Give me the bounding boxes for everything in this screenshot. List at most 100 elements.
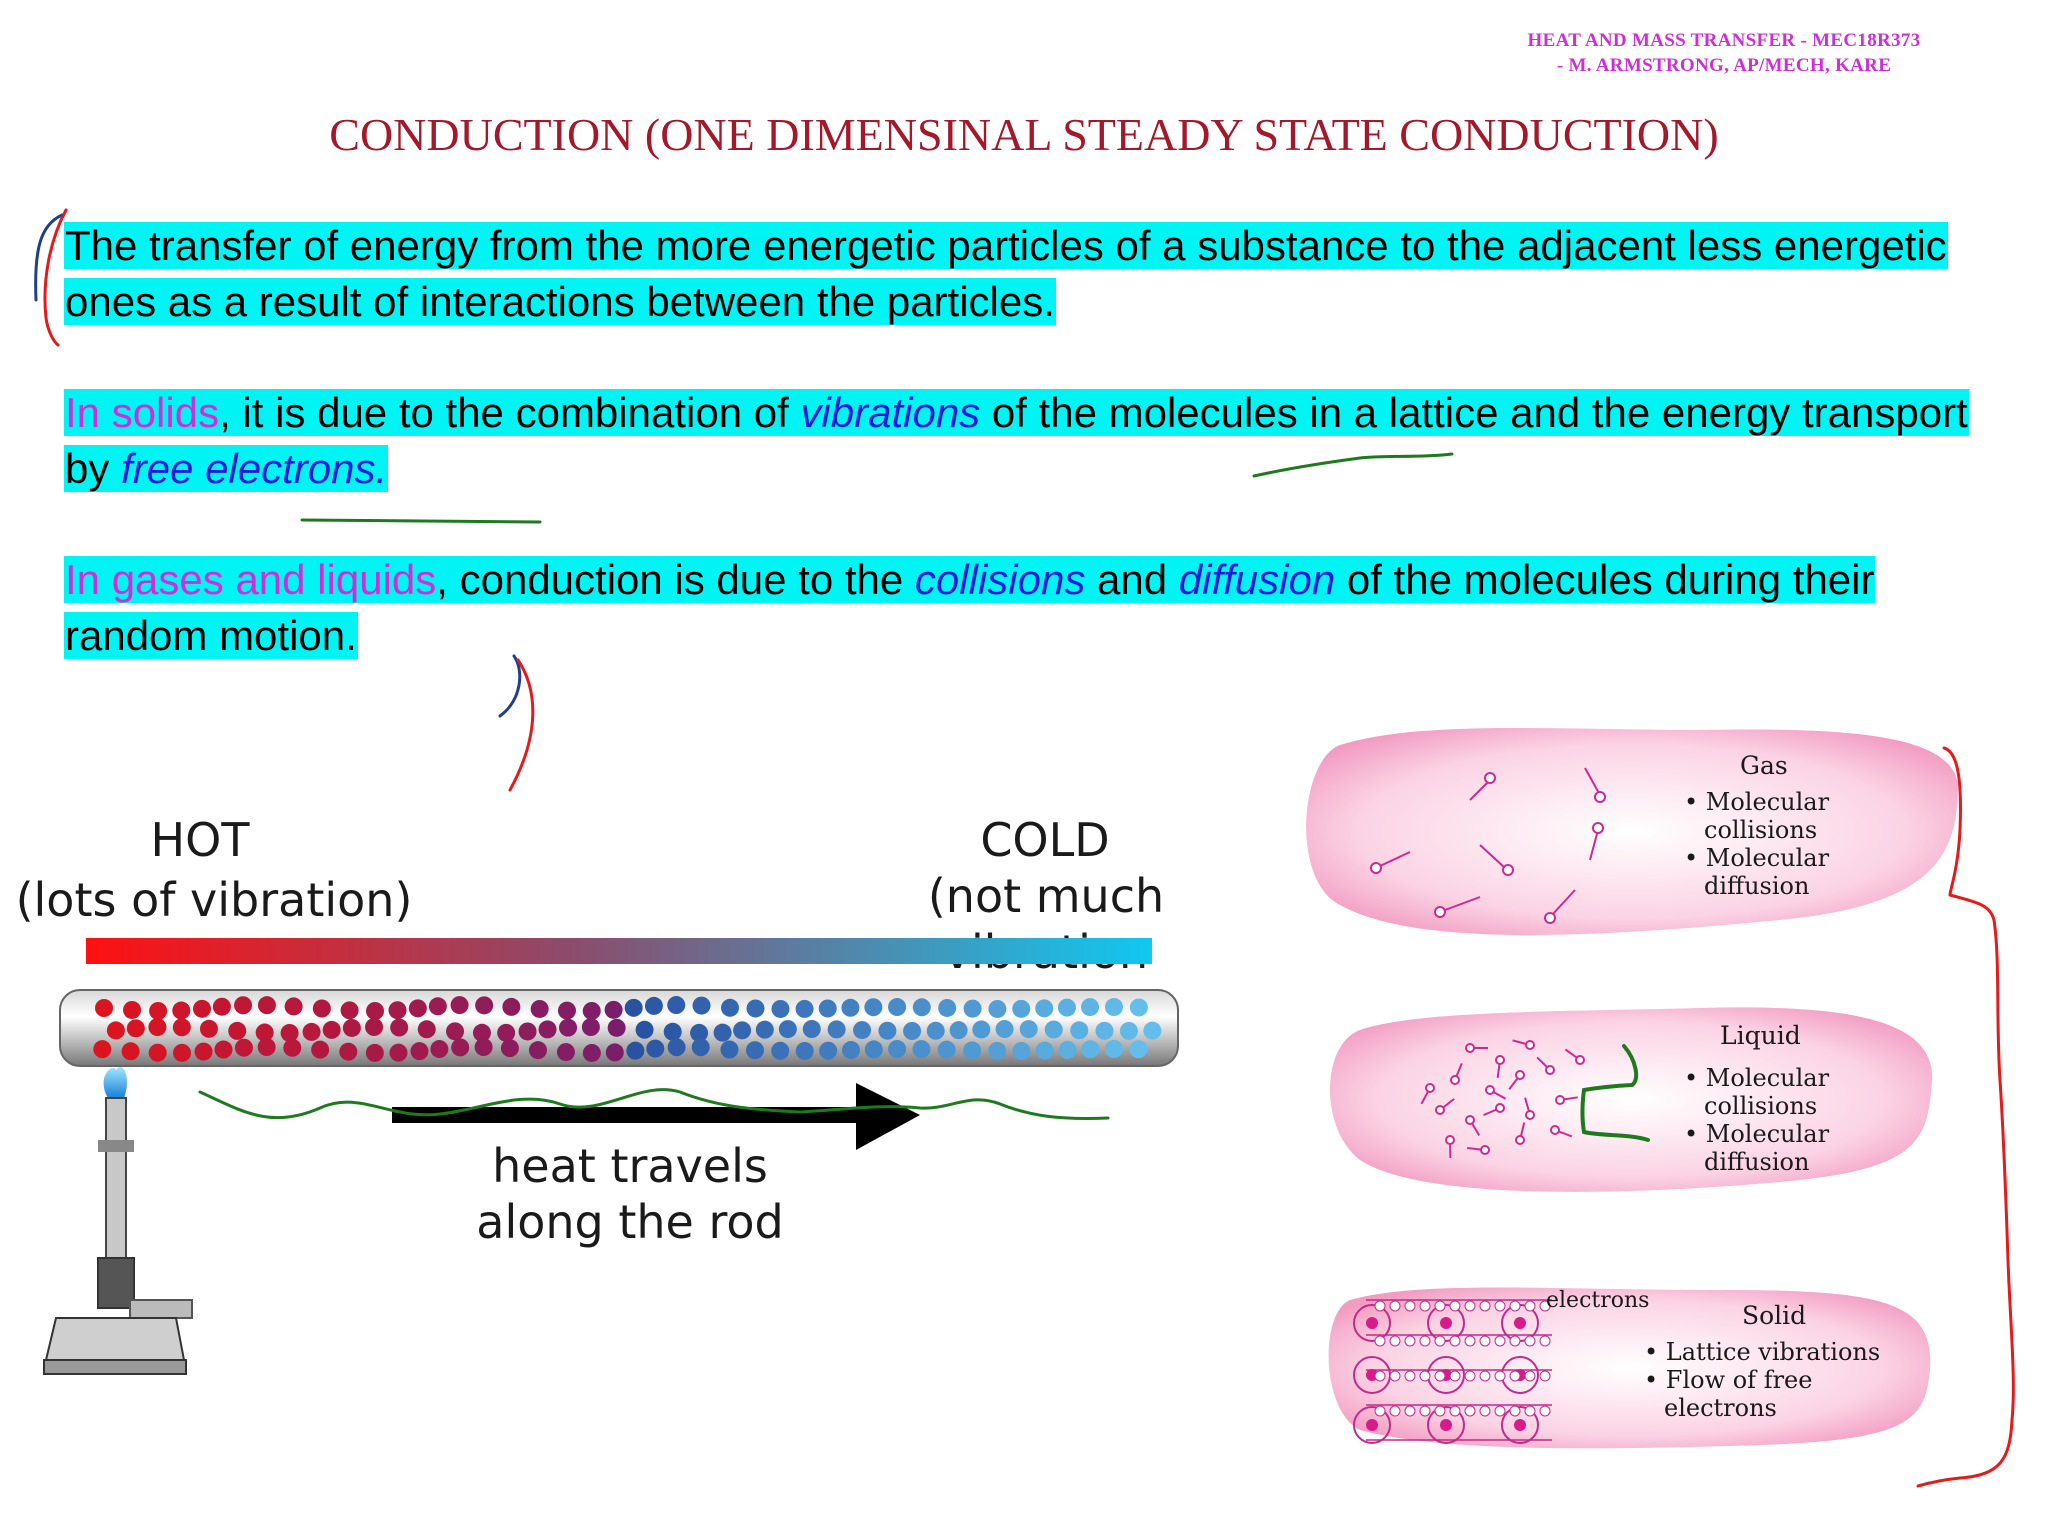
liquid-molecules bbox=[1420, 1039, 1585, 1159]
free-electron bbox=[1374, 1405, 1386, 1417]
rod-particle bbox=[257, 996, 276, 1015]
liquid-molecule-trail bbox=[1466, 1147, 1486, 1151]
rod-particle bbox=[692, 996, 711, 1015]
liquid-molecule bbox=[1425, 1083, 1435, 1093]
rod-particle bbox=[121, 1042, 140, 1061]
solids-lead: In solids bbox=[65, 389, 220, 436]
rod-particle bbox=[472, 1023, 491, 1042]
rod-particle bbox=[388, 1001, 407, 1020]
rod-particle bbox=[1019, 1020, 1038, 1039]
rod-particle bbox=[500, 1039, 519, 1058]
lattice-ion-core bbox=[1514, 1369, 1526, 1381]
solids-mid2: of the molecules in a lattice and the en… bbox=[65, 389, 1968, 492]
rod-particle bbox=[497, 1023, 516, 1042]
rod-particle bbox=[663, 1022, 682, 1041]
bunsen-burner-icon bbox=[43, 1066, 193, 1375]
liquid-molecule-trail bbox=[1519, 1122, 1526, 1141]
solid-title: Solid bbox=[1742, 1301, 1806, 1330]
solid-bullet1: • Lattice vibrations bbox=[1644, 1338, 1880, 1366]
rod-particle bbox=[888, 1040, 907, 1059]
rod-particle bbox=[106, 1021, 125, 1040]
free-electron bbox=[1449, 1300, 1461, 1312]
definition-paragraph: The transfer of energy from the more ene… bbox=[64, 218, 1964, 330]
rod-particle bbox=[745, 1041, 764, 1060]
rod-particle bbox=[771, 999, 790, 1018]
liquid-molecule-trail bbox=[1559, 1096, 1578, 1101]
arrow-label-line2: along the rod bbox=[476, 1195, 784, 1249]
metal-rod bbox=[59, 989, 1179, 1067]
rod-particle bbox=[475, 996, 494, 1015]
free-electron bbox=[1404, 1335, 1416, 1347]
free-electron bbox=[1374, 1335, 1386, 1347]
free-electron bbox=[1419, 1405, 1431, 1417]
free-electron bbox=[1539, 1370, 1551, 1382]
free-electron bbox=[1539, 1300, 1551, 1312]
rod-particle bbox=[283, 1038, 302, 1057]
solids-paragraph: In solids, it is due to the combination … bbox=[64, 385, 1974, 497]
lattice-ion-core bbox=[1366, 1369, 1378, 1381]
solid-blob bbox=[1328, 1287, 1931, 1449]
liquid-molecule bbox=[1575, 1055, 1585, 1065]
rod-particle bbox=[827, 1020, 846, 1039]
rod-particle bbox=[841, 998, 860, 1017]
free-electron bbox=[1464, 1335, 1476, 1347]
free-electron bbox=[1374, 1370, 1386, 1382]
rod-particle bbox=[988, 1041, 1007, 1060]
course-header-line2: - M. ARMSTRONG, AP/MECH, KARE bbox=[1556, 55, 1892, 76]
free-electron bbox=[1524, 1405, 1536, 1417]
cold-sublabel: (not much vibration bbox=[927, 869, 1165, 979]
free-electron bbox=[1389, 1405, 1401, 1417]
rod-particle bbox=[366, 1001, 385, 1020]
lattice-ion-core bbox=[1514, 1317, 1526, 1329]
rod-particle bbox=[192, 999, 211, 1018]
rod-particle bbox=[474, 1038, 493, 1057]
free-electron bbox=[1434, 1370, 1446, 1382]
rod-particle bbox=[1035, 999, 1054, 1018]
rod-particle bbox=[214, 1040, 233, 1059]
liquid-molecule-trail bbox=[1512, 1039, 1531, 1046]
rod-particle bbox=[1129, 998, 1148, 1017]
rod-particle bbox=[1058, 1040, 1077, 1059]
solid-lattice bbox=[1353, 1299, 1552, 1444]
rod-particle bbox=[311, 1040, 330, 1059]
rod-particle bbox=[1119, 1021, 1138, 1040]
liquid-molecule bbox=[1525, 1110, 1535, 1120]
rod-particle bbox=[123, 1000, 142, 1019]
gas-molecules bbox=[1370, 767, 1606, 924]
gas-blob bbox=[1306, 728, 1959, 935]
free-electron bbox=[1464, 1370, 1476, 1382]
liquid-molecule-trail bbox=[1469, 1119, 1481, 1136]
rod-particle bbox=[339, 1042, 358, 1061]
rod-particle bbox=[1012, 999, 1031, 1018]
rod-particle bbox=[1129, 1040, 1148, 1059]
rod-particle bbox=[530, 999, 549, 1018]
gas-bullet2: • Molecular bbox=[1684, 844, 1830, 872]
liquid-bullet2: • Molecular bbox=[1684, 1120, 1830, 1148]
rod-particle bbox=[234, 996, 253, 1015]
rod-particle bbox=[1081, 998, 1100, 1017]
lattice-ion-core bbox=[1366, 1419, 1378, 1431]
rod-particle bbox=[582, 1043, 601, 1062]
free-electron bbox=[1419, 1300, 1431, 1312]
rod-particle bbox=[322, 1020, 341, 1039]
rod-particle bbox=[446, 1022, 465, 1041]
rod-particle bbox=[581, 1018, 600, 1037]
rod-particle bbox=[228, 1021, 247, 1040]
lattice-ion bbox=[1353, 1356, 1391, 1394]
free-electrons-term: free electrons. bbox=[121, 445, 388, 492]
rod-particle bbox=[819, 1041, 838, 1060]
free-electron bbox=[1509, 1370, 1521, 1382]
free-electron bbox=[1449, 1405, 1461, 1417]
gas-bullet2b: diffusion bbox=[1704, 872, 1809, 900]
rod-particle bbox=[173, 1043, 192, 1062]
rod-particle bbox=[417, 1020, 436, 1039]
rod-particle bbox=[148, 1018, 167, 1037]
rod-particle bbox=[365, 1043, 384, 1062]
liquid-molecule bbox=[1435, 1105, 1445, 1115]
lattice-ion bbox=[1427, 1304, 1465, 1342]
rod-particle bbox=[1044, 1020, 1063, 1039]
rod-particle bbox=[667, 996, 686, 1015]
rod-particle bbox=[280, 1023, 299, 1042]
rod-particle bbox=[841, 1041, 860, 1060]
solids-mid1: , it is due to the combination of bbox=[219, 389, 801, 436]
